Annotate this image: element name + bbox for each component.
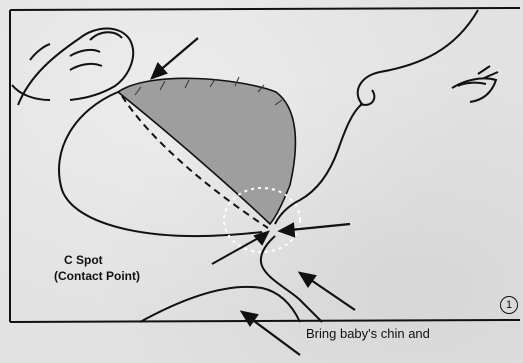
figure-caption: Bring baby's chin and bbox=[306, 326, 430, 341]
contact-point-label: (Contact Point) bbox=[54, 269, 140, 283]
breast-drawing bbox=[59, 77, 300, 322]
breast-lower-contour bbox=[140, 287, 300, 322]
arrow-chin bbox=[300, 273, 355, 310]
arrow-mouth bbox=[280, 224, 350, 236]
areola-shaded bbox=[118, 78, 295, 224]
arrow-top bbox=[152, 38, 198, 78]
figure-number-badge: 1 bbox=[500, 296, 518, 314]
baby-eye bbox=[452, 66, 498, 102]
arrow-bottom bbox=[242, 312, 300, 355]
arrow-c-spot bbox=[212, 232, 268, 264]
c-spot-label: C Spot bbox=[64, 253, 103, 267]
